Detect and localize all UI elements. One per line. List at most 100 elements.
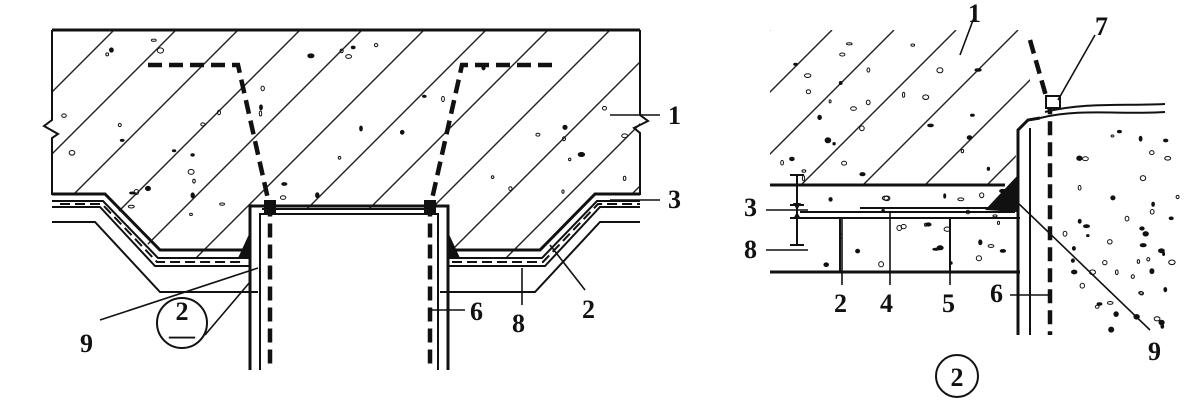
- slab-aggregate: [189, 212, 193, 216]
- slab-aggregate: [311, 238, 316, 243]
- concrete-aggregate: [1110, 134, 1115, 138]
- slab-hatch-line: [919, 30, 1030, 185]
- layer-aggregate: [878, 261, 884, 268]
- clamp-7: [1045, 95, 1061, 109]
- slab-hatch-line: [52, 30, 53, 258]
- slab-aggregate: [258, 110, 263, 117]
- slab-aggregate: [622, 175, 627, 181]
- slab-hatch-line: [795, 30, 957, 185]
- layer-aggregate: [975, 255, 983, 262]
- slab-aggregate: [219, 202, 226, 206]
- slab-aggregate: [608, 231, 616, 238]
- callout-r9: 9: [1148, 337, 1161, 366]
- slab-aggregate: [345, 54, 353, 59]
- layer-aggregate: [828, 197, 833, 202]
- slab-aggregate: [621, 133, 628, 139]
- concrete-aggregate: [1138, 291, 1144, 295]
- slab-aggregate: [828, 99, 832, 104]
- slab-aggregate: [260, 85, 265, 92]
- concrete-aggregate: [1164, 156, 1172, 161]
- layer-aggregate: [823, 262, 830, 268]
- concrete-aggregate: [1071, 246, 1076, 251]
- slab-aggregate: [373, 43, 379, 48]
- concrete-aggregate: [1139, 226, 1145, 231]
- slab-aggregate: [902, 91, 906, 98]
- right-fillet: [448, 232, 460, 258]
- concrete-aggregate: [1102, 260, 1108, 266]
- layer-aggregate: [936, 245, 944, 251]
- slab-aggregate: [866, 67, 871, 73]
- slab-aggregate: [838, 81, 843, 85]
- slab-aggregate: [217, 109, 221, 116]
- slab-aggregate: [846, 42, 853, 46]
- concrete-aggregate: [1086, 234, 1090, 238]
- slab-aggregate: [350, 45, 356, 50]
- slab-hatch-line: [431, 30, 640, 258]
- concrete-aggregate: [1139, 243, 1147, 248]
- slab-hatch-line: [52, 30, 239, 258]
- callout-r7: 7: [1095, 12, 1108, 41]
- slab-aggregate: [341, 228, 348, 233]
- layer-aggregate: [992, 214, 998, 218]
- right-layer-speckles: [823, 188, 1007, 268]
- concrete-aggregate: [1116, 129, 1122, 134]
- slab-aggregate: [801, 169, 807, 173]
- slab-aggregate: [68, 150, 76, 156]
- right-rebar-dashed: [1027, 39, 1053, 335]
- slab-aggregate: [910, 43, 916, 47]
- slab-hatch-line: [183, 30, 425, 258]
- slab-aggregate: [561, 189, 565, 194]
- callout-r2: 2: [834, 289, 847, 318]
- right-rebar-anchor: [424, 200, 436, 214]
- callout-9: 9: [80, 329, 93, 358]
- right-concrete-fill: [1062, 129, 1180, 333]
- concrete-aggregate: [1077, 184, 1082, 191]
- concrete-aggregate: [1096, 302, 1103, 306]
- slab-aggregate: [824, 137, 832, 144]
- concrete-aggregate: [1124, 215, 1130, 222]
- layer-aggregate: [957, 197, 965, 202]
- concrete-aggregate: [1070, 258, 1075, 263]
- slab-aggregate: [119, 138, 125, 142]
- concrete-aggregate: [1115, 269, 1119, 276]
- concrete-aggregate: [1107, 239, 1113, 245]
- layer-aggregate: [997, 220, 1000, 225]
- slab-aggregate: [105, 52, 110, 57]
- concrete-aggregate: [1071, 269, 1078, 275]
- slab-aggregate: [839, 52, 846, 57]
- right-slab-hatching: [770, 30, 1030, 185]
- slab-aggregate: [190, 153, 195, 157]
- layer-aggregate: [965, 209, 971, 215]
- callout-r1: 1: [968, 0, 981, 28]
- slab-aggregate: [156, 47, 164, 54]
- callout-r6: 6: [990, 279, 1003, 308]
- section-marker-bar: —: [168, 321, 196, 350]
- layer-aggregate: [999, 249, 1007, 253]
- concrete-aggregate: [1153, 316, 1161, 322]
- callout-1: 1: [668, 101, 681, 130]
- slab-aggregate: [192, 178, 196, 184]
- slab-aggregate: [200, 122, 206, 127]
- slab-hatch-line: [52, 30, 177, 258]
- concrete-aggregate: [1149, 150, 1155, 156]
- slab-aggregate: [422, 94, 427, 98]
- concrete-aggregate: [1168, 216, 1174, 221]
- slab-aggregate: [966, 135, 973, 140]
- concrete-aggregate: [1163, 287, 1168, 293]
- layer-aggregate: [978, 239, 983, 246]
- layer-aggregate: [979, 192, 985, 199]
- slab-aggregate: [259, 104, 263, 111]
- left-detail: 1 3 2 8 6 9 2 —: [42, 28, 681, 370]
- layer-aggregate: [987, 244, 995, 248]
- callout-6: 6: [470, 297, 483, 326]
- slab-aggregate: [490, 175, 495, 180]
- slab-aggregate: [859, 125, 865, 132]
- slab-hatch-line: [770, 30, 895, 185]
- concrete-aggregate: [1149, 209, 1155, 215]
- leader-r7: [1057, 34, 1096, 101]
- slab-aggregate: [859, 172, 866, 177]
- slab-hatch-line: [617, 30, 640, 258]
- concrete-aggregate: [1076, 155, 1083, 161]
- slab-aggregate: [150, 38, 157, 42]
- slab-aggregate: [850, 106, 857, 111]
